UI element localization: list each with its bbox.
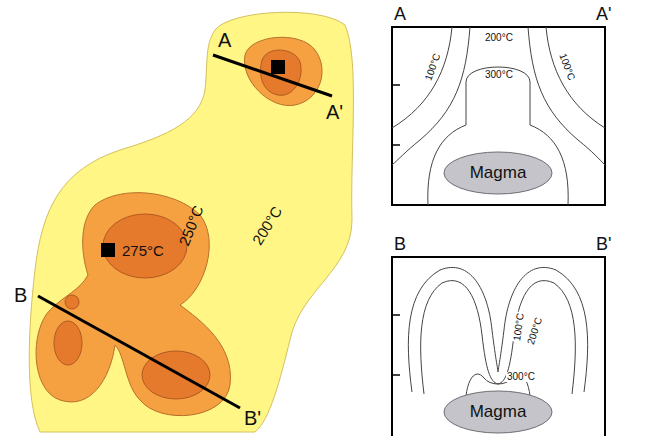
isotherm-label: 100°C xyxy=(423,51,443,83)
isotherm-275-zone xyxy=(54,321,82,365)
isotherm-line xyxy=(528,27,605,165)
section-letter: B xyxy=(14,285,27,305)
isotherm-label: 300°C xyxy=(506,372,536,382)
isotherm-line xyxy=(392,27,470,165)
section-letter: A xyxy=(394,5,406,23)
section-line xyxy=(213,55,332,96)
isotherm-line xyxy=(546,27,605,128)
magma-body: Magma xyxy=(443,390,553,434)
well-symbol xyxy=(101,243,115,257)
section-letter: B xyxy=(394,235,406,253)
isotherm-label: 200°C xyxy=(484,33,514,43)
isotherm-label: 300°C xyxy=(484,70,514,80)
section-frame xyxy=(392,257,605,436)
section-letter: B' xyxy=(596,235,611,253)
isotherm-275-zone xyxy=(103,214,187,278)
section-line xyxy=(38,296,240,408)
depth-tick xyxy=(392,84,400,86)
depth-tick xyxy=(392,374,400,376)
isotherm-line xyxy=(392,27,452,128)
well-symbol xyxy=(271,60,285,74)
isotherm-label: 200°C xyxy=(526,315,545,347)
section-letter: A' xyxy=(596,5,611,23)
depth-tick xyxy=(392,144,400,146)
isotherm-line xyxy=(408,267,587,392)
depth-tick xyxy=(392,314,400,316)
section-frame xyxy=(392,27,605,205)
isotherm-250-zone xyxy=(36,193,230,416)
magma-body: Magma xyxy=(443,151,553,195)
isotherm-label: 275°C xyxy=(122,243,164,258)
section-letter: A xyxy=(218,30,231,50)
magma-label: Magma xyxy=(470,402,527,422)
section-letter: A' xyxy=(326,102,343,122)
section-letter: B' xyxy=(244,408,261,428)
isotherm-line xyxy=(428,67,568,205)
isotherm-line xyxy=(421,281,576,394)
isotherm-275-zone xyxy=(65,295,79,309)
isotherm-label: 100°C xyxy=(557,51,577,83)
magma-label: Magma xyxy=(470,163,527,183)
isotherm-label: 100°C xyxy=(512,311,526,342)
isotherm-200-zone xyxy=(29,12,353,432)
